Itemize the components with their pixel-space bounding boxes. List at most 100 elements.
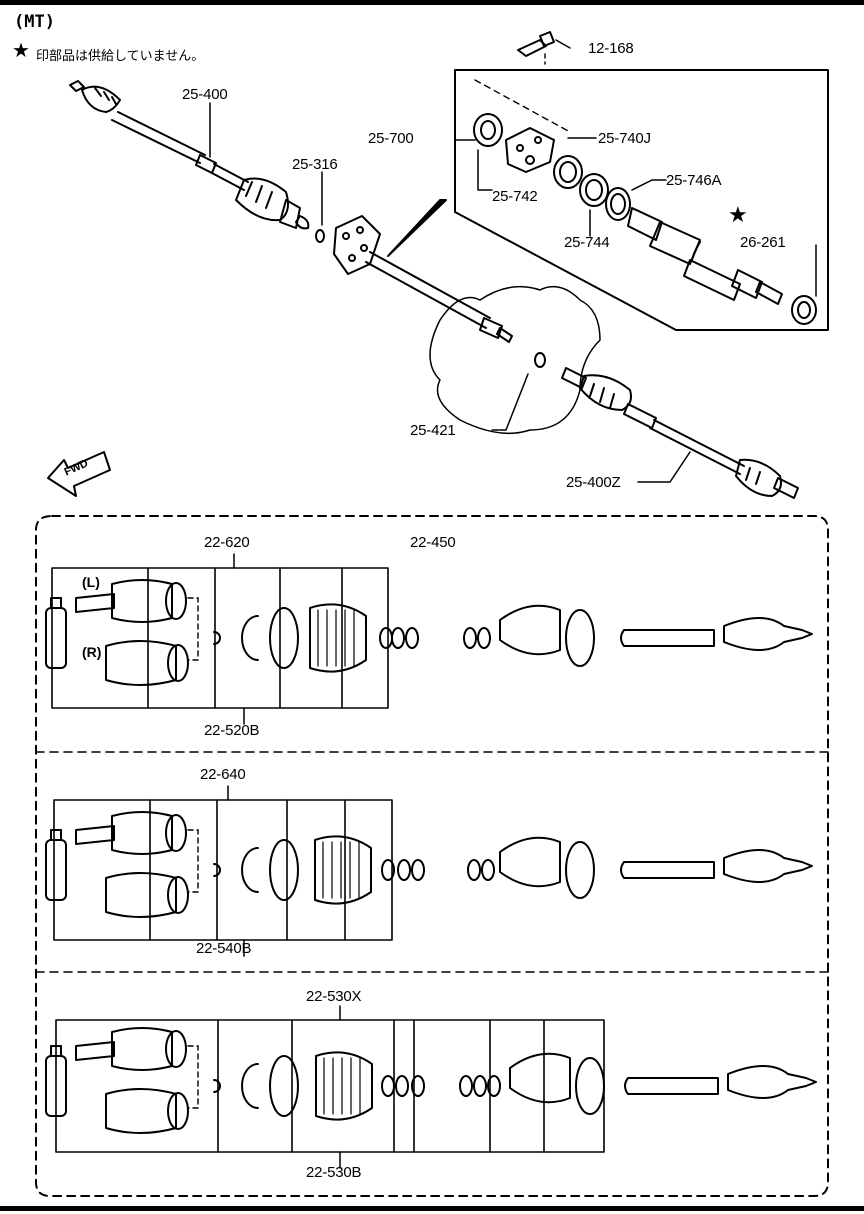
joint-stub bbox=[75, 593, 115, 613]
label-22-530X: 22-530X bbox=[306, 988, 362, 1005]
label-26-261: 26-261 bbox=[740, 234, 786, 251]
axle-end bbox=[723, 849, 813, 883]
boot-band bbox=[269, 1055, 299, 1117]
label-22-540B: 22-540B bbox=[196, 940, 252, 957]
label-25-742: 25-742 bbox=[492, 188, 538, 205]
outer-joint bbox=[111, 1027, 173, 1071]
label-22-620: 22-620 bbox=[204, 534, 250, 551]
outer-band bbox=[575, 1057, 605, 1115]
kit-frame bbox=[53, 799, 393, 941]
grease-cap bbox=[50, 829, 62, 841]
joint-face bbox=[165, 814, 187, 852]
axle-shaft bbox=[620, 861, 715, 879]
grease-tube bbox=[45, 607, 67, 669]
joint-face bbox=[167, 1092, 189, 1130]
label-25-700: 25-700 bbox=[368, 130, 414, 147]
ring bbox=[381, 1075, 395, 1097]
axle-shaft bbox=[624, 1077, 719, 1095]
label-25-746A: 25-746A bbox=[666, 172, 722, 189]
grease-tube bbox=[45, 839, 67, 901]
variant-heading: (MT) bbox=[14, 12, 55, 32]
ring bbox=[467, 859, 481, 881]
star-icon: ★ bbox=[728, 202, 748, 227]
top-rule bbox=[0, 0, 864, 5]
outer-band bbox=[565, 609, 595, 667]
grease-cap bbox=[50, 1045, 62, 1057]
outer-band bbox=[565, 841, 595, 899]
snap-ring bbox=[241, 847, 259, 893]
ring bbox=[405, 627, 419, 649]
joint-face bbox=[165, 582, 187, 620]
label-22-450: 22-450 bbox=[410, 534, 456, 551]
ring bbox=[459, 1075, 473, 1097]
axle-end bbox=[723, 617, 813, 651]
bottom-rule bbox=[0, 1206, 864, 1211]
joint-stub bbox=[75, 1041, 115, 1061]
left-drive-shaft[interactable] bbox=[69, 80, 325, 243]
boot bbox=[309, 603, 367, 673]
ring bbox=[411, 859, 425, 881]
axle-shaft bbox=[620, 629, 715, 647]
right-drive-shaft[interactable] bbox=[561, 367, 799, 499]
label-22-530B: 22-530B bbox=[306, 1164, 362, 1181]
circlip-25-421 bbox=[534, 352, 546, 368]
ring bbox=[477, 627, 491, 649]
transmission-outline bbox=[429, 285, 601, 435]
snap-ring bbox=[241, 1063, 259, 1109]
ring bbox=[379, 627, 393, 649]
ring bbox=[487, 1075, 501, 1097]
clip bbox=[213, 631, 221, 645]
joint-stub bbox=[75, 825, 115, 845]
ring bbox=[397, 859, 411, 881]
outer-joint bbox=[111, 811, 173, 855]
boot bbox=[314, 835, 372, 905]
outer-joint bbox=[111, 579, 173, 623]
clip bbox=[213, 863, 221, 877]
joint-face bbox=[167, 876, 189, 914]
ring bbox=[481, 859, 495, 881]
label-25-740J: 25-740J bbox=[598, 130, 651, 147]
right-tag: (R) bbox=[82, 644, 102, 660]
axle-end bbox=[727, 1065, 817, 1099]
kit-frame bbox=[51, 567, 389, 709]
bracket-line bbox=[187, 829, 199, 893]
bracket-line bbox=[187, 1045, 199, 1109]
joint-face bbox=[167, 644, 189, 682]
label-25-400Z: 25-400Z bbox=[566, 474, 621, 491]
ring bbox=[381, 859, 395, 881]
ring bbox=[395, 1075, 409, 1097]
outer-boot bbox=[509, 1052, 571, 1104]
bearing-detail[interactable] bbox=[473, 31, 817, 325]
outer-boot bbox=[499, 836, 561, 888]
boot-band bbox=[269, 839, 299, 901]
star-icon: ★ bbox=[12, 40, 30, 62]
inner-joint bbox=[105, 640, 177, 686]
grease-cap bbox=[50, 597, 62, 609]
inner-joint bbox=[105, 872, 177, 918]
boot-band bbox=[269, 607, 299, 669]
inner-joint bbox=[105, 1088, 177, 1134]
joint-face bbox=[165, 1030, 187, 1068]
label-12-168: 12-168 bbox=[588, 40, 634, 57]
clip bbox=[213, 1079, 221, 1093]
kit-enclosure bbox=[35, 515, 829, 1197]
left-tag: (L) bbox=[82, 574, 100, 590]
boot bbox=[315, 1051, 373, 1121]
label-25-316: 25-316 bbox=[292, 156, 338, 173]
label-22-640: 22-640 bbox=[200, 766, 246, 783]
detail-box bbox=[454, 69, 829, 331]
label-25-744: 25-744 bbox=[564, 234, 610, 251]
label-22-520B: 22-520B bbox=[204, 722, 260, 739]
label-25-400: 25-400 bbox=[182, 86, 228, 103]
snap-ring bbox=[241, 615, 259, 661]
label-25-421: 25-421 bbox=[410, 422, 456, 439]
outer-boot bbox=[499, 604, 561, 656]
fwd-arrow-icon bbox=[47, 451, 111, 497]
bracket-line bbox=[187, 597, 199, 661]
ring bbox=[391, 627, 405, 649]
ring bbox=[463, 627, 477, 649]
ring bbox=[473, 1075, 487, 1097]
supply-note: 印部品は供給していません。 bbox=[36, 48, 205, 63]
intermediate-shaft[interactable] bbox=[333, 215, 513, 343]
